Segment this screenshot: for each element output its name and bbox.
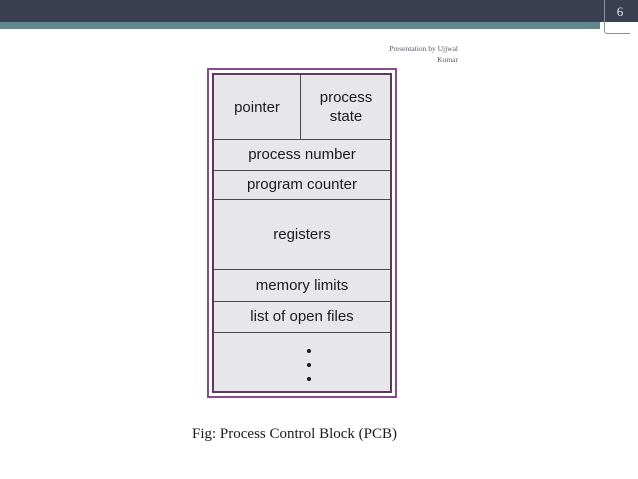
process-state-label-line-1: process: [319, 89, 373, 106]
pcb-block: pointer process state process number pro…: [212, 73, 392, 393]
open-files-label: list of open files: [250, 308, 354, 325]
divider-row-5: [214, 301, 390, 302]
memory-limits-label: memory limits: [255, 276, 349, 294]
pcb-field-pointer: pointer: [214, 75, 300, 139]
divider-row-6: [214, 332, 390, 333]
program-counter-label: program counter: [246, 176, 358, 193]
ellipsis-dot: [307, 377, 311, 381]
accent-notch: [600, 22, 638, 29]
figure-caption: Fig: Process Control Block (PCB): [192, 426, 398, 442]
ellipsis-dot: [307, 349, 311, 353]
divider-row-4: [214, 269, 390, 270]
process-number-label: process number: [248, 146, 356, 163]
slide-number-bracket: [604, 0, 630, 34]
pcb-field-more: [214, 337, 390, 389]
pcb-field-process-state: process state: [300, 75, 392, 139]
presenter-credit: Presentation by Ujjwal Kumar: [366, 43, 458, 65]
divider-row-1: [214, 139, 390, 140]
divider-vertical: [300, 75, 301, 139]
registers-label: registers: [273, 225, 331, 243]
presenter-line-2: Kumar: [437, 55, 458, 64]
presenter-line-1: Presentation by Ujjwal: [389, 44, 458, 53]
pcb-field-process-number: process number: [214, 139, 390, 170]
ellipsis-dot: [307, 363, 311, 367]
slide-number: 6: [616, 4, 624, 19]
process-state-label-line-2: state: [329, 108, 363, 125]
pcb-field-program-counter: program counter: [214, 170, 390, 199]
pcb-diagram: pointer process state process number pro…: [207, 68, 397, 398]
pcb-field-memory-limits: memory limits: [214, 269, 390, 301]
divider-row-3: [214, 199, 390, 200]
pcb-field-open-files: list of open files: [214, 301, 390, 332]
slide-header-band: [0, 0, 638, 22]
divider-row-2: [214, 170, 390, 171]
pcb-field-registers: registers: [214, 199, 390, 269]
pointer-label: pointer: [234, 98, 280, 116]
slide-accent-band: [0, 22, 638, 29]
